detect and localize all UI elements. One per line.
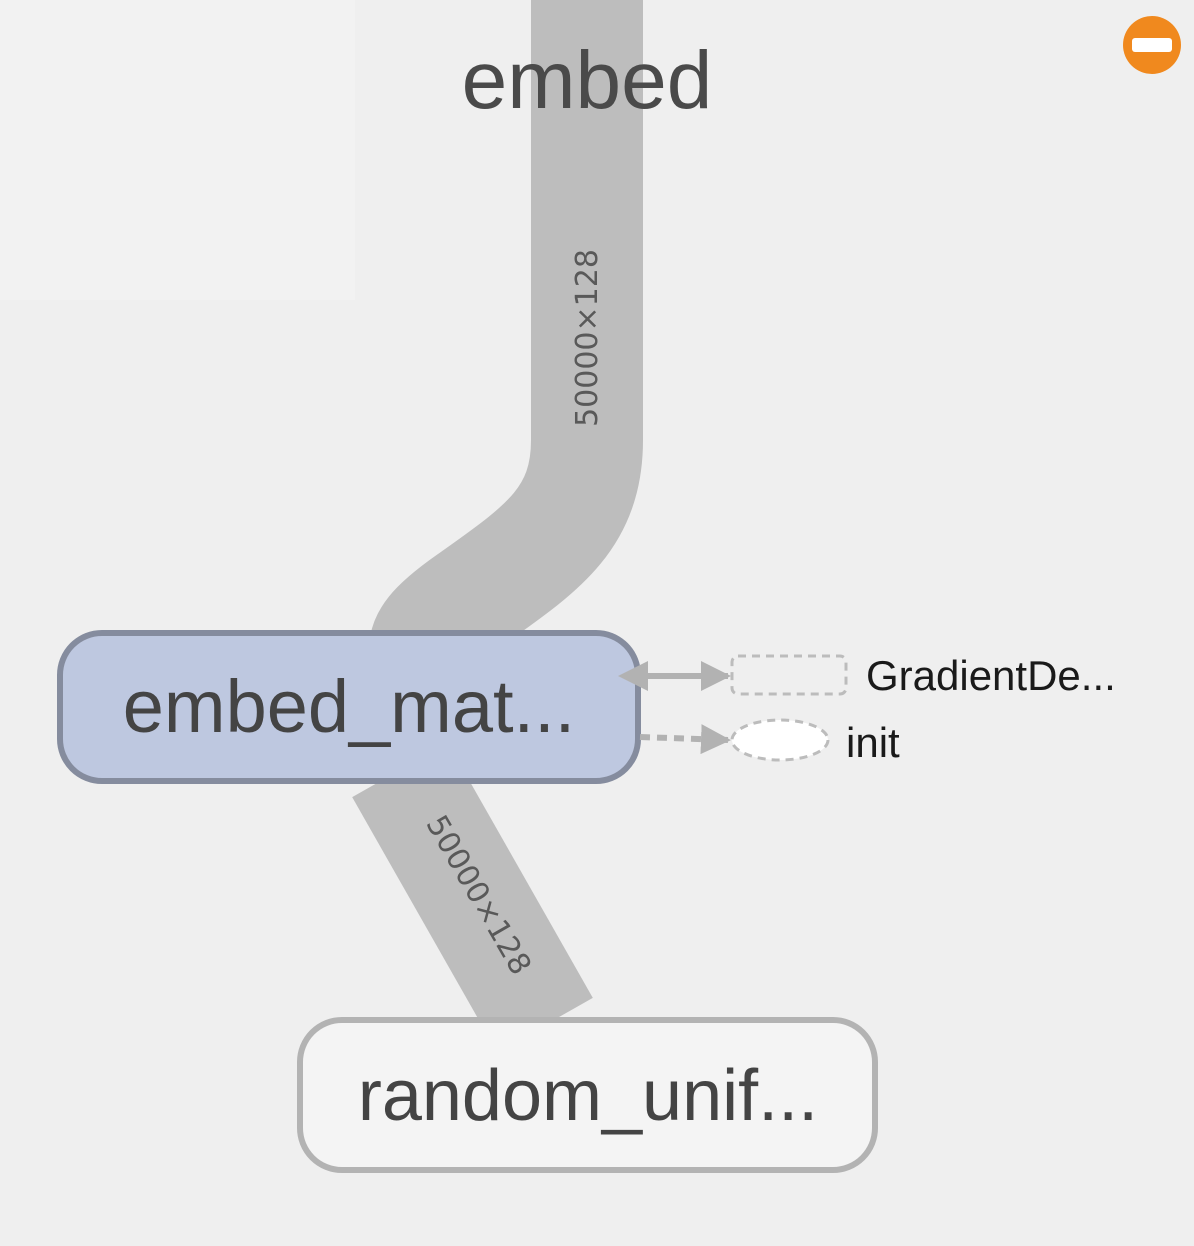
node-embed-matrix[interactable]: embed_mat... xyxy=(57,630,641,784)
aux-node-init[interactable]: init xyxy=(730,718,900,766)
edge-matrix-to-random[interactable] xyxy=(352,742,593,1053)
edge-init-control[interactable] xyxy=(639,724,731,755)
background-panel xyxy=(0,0,355,300)
minus-circle-icon[interactable] xyxy=(1123,16,1181,74)
node-random-uniform[interactable]: random_unif... xyxy=(297,1017,878,1173)
node-random-uniform-label: random_unif... xyxy=(358,1056,818,1136)
node-embed-matrix-label: embed_mat... xyxy=(123,665,575,748)
aux-node-gradient-descent[interactable]: GradientDe... xyxy=(730,652,1116,699)
aux-node-gradient-label: GradientDe... xyxy=(866,652,1116,699)
group-title: embed xyxy=(462,35,713,126)
aux-node-init-label: init xyxy=(846,719,900,766)
edge-top-shape-label: 50000×128 xyxy=(570,249,605,427)
